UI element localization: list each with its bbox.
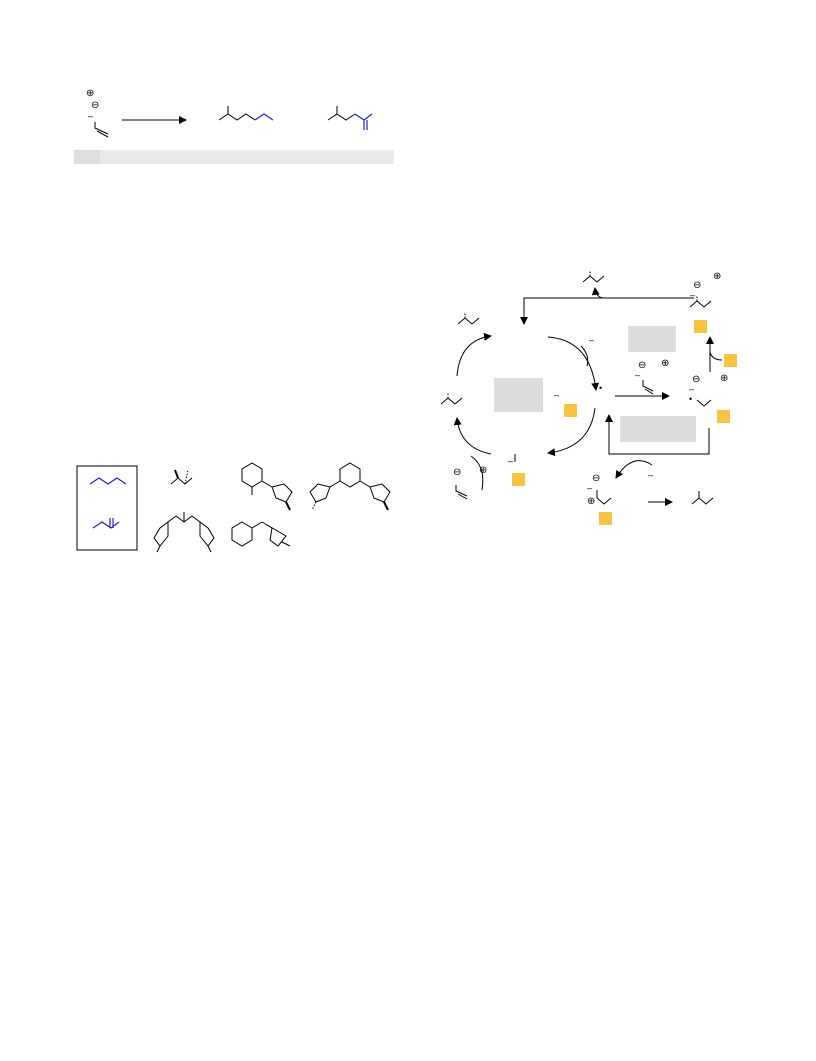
br-cation-label: ⊕ (587, 496, 595, 507)
ligand-panel (76, 462, 391, 553)
cycle-arc-lower-left (453, 417, 492, 455)
pyridine-oxazoline-ligand (231, 521, 291, 547)
bottom-ion-box (512, 473, 525, 486)
cycle-arc-upper-right (547, 336, 600, 391)
center-minus-label: – (554, 390, 559, 400)
right-anion-label: ⊖ (638, 360, 646, 371)
right-vinyl-bond (642, 380, 654, 392)
vinyl-bond (94, 122, 109, 135)
center-label-box (494, 378, 543, 412)
br-minus-label: – (648, 470, 653, 480)
blue-linear-chain (89, 477, 127, 485)
right-entry-ion-box (724, 354, 737, 367)
reagent-structure: ⊕ ⊖ – (86, 88, 109, 138)
side-exit-minus: – (589, 335, 594, 345)
br-final-product (691, 497, 714, 505)
br-anion-label: ⊖ (592, 473, 600, 484)
released-product-top (582, 270, 605, 299)
anion-charge-label: ⊖ (91, 100, 99, 111)
catalytic-cycle: – – • ⊖ ⊕ – ⊖ ⊕ – ⊕ ⊖ – (440, 270, 737, 525)
mr-cation-label: ⊕ (720, 373, 728, 384)
tr-anion-label: ⊖ (693, 280, 701, 291)
linear-product-structure (218, 106, 274, 121)
right-entry-arc (709, 351, 723, 361)
left-intermediate (440, 392, 463, 405)
mr-ion-box (717, 410, 730, 423)
radical-dot-label: • (599, 383, 602, 393)
br-minus-label-2: – (587, 483, 592, 493)
tr-ion-box (694, 320, 707, 333)
mr-anion-label: ⊖ (692, 374, 700, 385)
cycle-arc-lower-right (547, 407, 596, 457)
vinyl-double-bond (96, 130, 109, 138)
substrate-anion-label: ⊖ (453, 467, 461, 478)
loop-back-line (605, 414, 710, 455)
tr-cation-label: ⊕ (713, 271, 721, 282)
substrate-cation-label: ⊕ (479, 465, 487, 476)
right-cation-label: ⊕ (661, 358, 669, 369)
tr-minus-label: – (690, 290, 695, 300)
top-return-line (520, 297, 694, 325)
bottom-right-arc (615, 460, 653, 479)
mr-radical-dot: • (689, 394, 692, 404)
pybox-ligand (309, 462, 391, 511)
diamine-ligand (170, 469, 193, 485)
blue-branched-chain (92, 518, 120, 529)
bottom-minus-label: – (508, 456, 513, 466)
side-exit-arc (580, 345, 589, 367)
bisoxazoline-ligand (153, 512, 215, 553)
table-header-cell (74, 150, 100, 164)
bottom-right-sequence: – ⊖ – ⊕ (587, 460, 714, 525)
center-ion-box (564, 404, 577, 417)
product-upper-left (457, 312, 480, 325)
branched-product-structure (327, 106, 373, 130)
cycle-arc-upper-left (456, 332, 492, 377)
blue-alkene-segment (354, 113, 373, 121)
highlight-box (76, 465, 138, 551)
upper-label-box (628, 326, 676, 352)
middle-right-complex: ⊖ ⊕ – • (689, 373, 730, 423)
top-right-complex: ⊕ ⊖ – (689, 271, 721, 333)
right-minus-label: – (635, 370, 640, 380)
bottom-left-substrate: ⊖ ⊕ – (453, 454, 525, 500)
substrate-entry-arc (470, 455, 484, 491)
br-ion-box (599, 512, 612, 525)
lower-label-box (620, 416, 696, 442)
table-header-bar (74, 150, 394, 164)
blue-chain-segment (254, 113, 274, 121)
mr-minus-label: – (689, 384, 694, 394)
cation-charge-label: ⊕ (86, 88, 94, 99)
reaction-scheme: ⊕ ⊖ – (74, 88, 394, 164)
phenyl-oxazoline-ligand (241, 462, 293, 511)
minus-label: – (88, 111, 93, 121)
